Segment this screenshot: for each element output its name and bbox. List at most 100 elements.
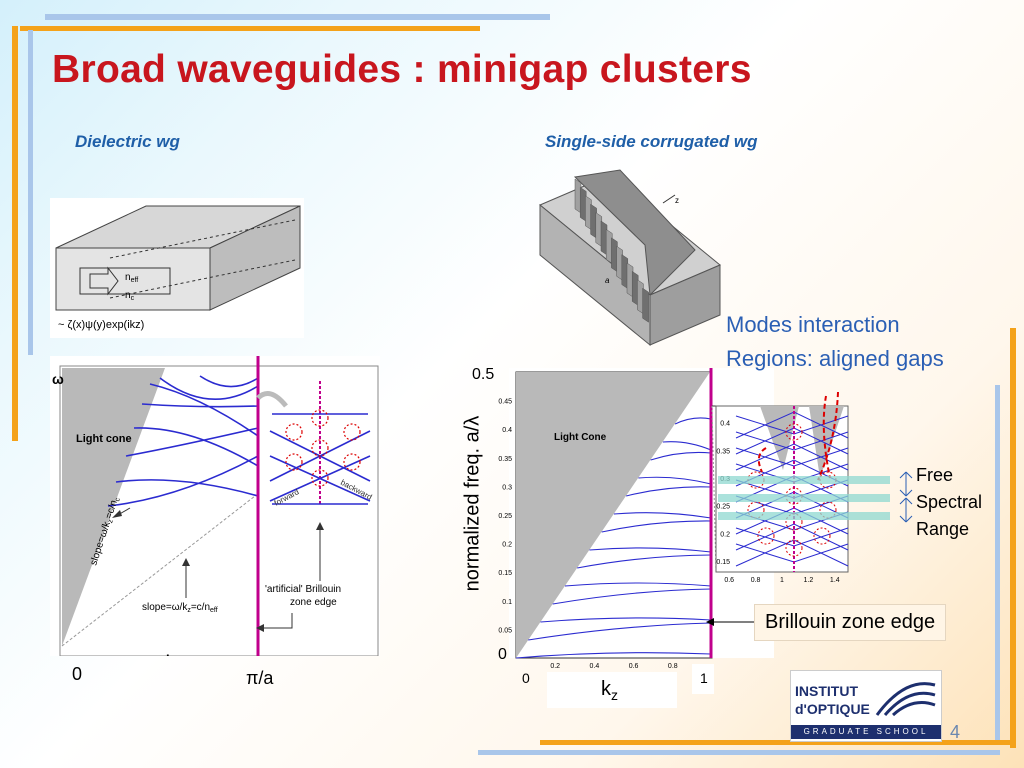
light-cone-label-right: Light Cone xyxy=(554,432,607,443)
frame-bar-right-orange xyxy=(1010,328,1016,748)
period-a-label: a xyxy=(605,276,610,285)
right-y-top: 0.5 xyxy=(472,366,495,383)
band-curve xyxy=(515,652,712,659)
interaction-circle xyxy=(813,527,831,545)
band-curve xyxy=(133,427,259,467)
y-tick-label: 0.25 xyxy=(498,513,512,520)
inset-band xyxy=(735,431,849,451)
fsr-arrows xyxy=(899,471,913,523)
right-kz-box: kz xyxy=(547,672,677,708)
inset-y-tick: 0.35 xyxy=(716,448,730,455)
band-curve xyxy=(528,622,712,641)
frame-bar-left-blue xyxy=(28,30,33,355)
crossing-circle xyxy=(285,423,303,441)
light-cone-region-right xyxy=(516,372,710,658)
neff-label: neff xyxy=(125,272,138,284)
fsr-word-1: Free xyxy=(916,465,954,485)
left-x-end: π/a xyxy=(246,668,274,688)
y-tick-label: 0.2 xyxy=(502,542,512,549)
x-tick-label: 0.2 xyxy=(550,663,560,670)
institut-optique-logo: INSTITUT d'OPTIQUE GRADUATE SCHOOL xyxy=(790,670,942,742)
interaction-circle xyxy=(785,423,803,441)
corrugation-tooth xyxy=(642,287,649,323)
inset-y-tick: 0.25 xyxy=(716,504,730,511)
frame-bar-bottom-blue xyxy=(478,750,1000,755)
band-curve xyxy=(577,554,712,569)
kz-axis-label-right: kz xyxy=(601,678,618,703)
inset-y-tick: 0.15 xyxy=(716,559,730,566)
dielectric-wg-drawing: neff nc ~ ζ(x)ψ(y)exp(ikz) xyxy=(55,205,301,331)
inset-x-tick: 0.8 xyxy=(751,577,761,584)
annotation-modes-interaction: Modes interaction Regions: aligned gaps xyxy=(726,308,944,376)
normalized-freq-label: normalized freq. a/λ xyxy=(461,415,484,592)
slope-neff-line xyxy=(61,495,256,647)
band-curve xyxy=(589,547,712,553)
crossing-circle xyxy=(311,469,329,487)
left-x-zero: 0 xyxy=(72,664,83,684)
interaction-circle xyxy=(785,539,803,557)
logo-line-2: d'OPTIQUE xyxy=(795,701,870,717)
fsr-word-3: Range xyxy=(916,519,970,539)
logo-line-3: GRADUATE SCHOOL xyxy=(791,725,941,739)
logo-line-1: INSTITUT xyxy=(795,683,858,699)
inset-x-tick: 1.2 xyxy=(804,577,814,584)
frame-bar-top-orange xyxy=(20,26,480,31)
y-tick-label: 0.15 xyxy=(498,570,512,577)
subtitle-corrugated-wg: Single-side corrugated wg xyxy=(545,132,758,151)
frame-bar-top-blue xyxy=(45,14,550,20)
y-tick-label: 0.3 xyxy=(502,484,512,491)
band-crossing-detail xyxy=(269,409,371,505)
subtitle-dielectric-wg: Dielectric wg xyxy=(75,132,180,151)
annotation-line-1: Modes interaction xyxy=(726,312,900,337)
inset-x-tick: 1 xyxy=(780,577,784,584)
band-curve xyxy=(107,455,259,507)
dielectric-wg-figure: neff nc ~ ζ(x)ψ(y)exp(ikz) xyxy=(50,198,304,338)
band-curve xyxy=(159,377,259,401)
fsr-band-upper xyxy=(718,476,890,484)
inset-y-tick: 0.4 xyxy=(720,421,730,428)
band-curve xyxy=(613,512,712,519)
artificial-bz-label-1: 'artificial' Brillouin xyxy=(265,584,341,595)
crossing-circle xyxy=(343,423,361,441)
left-plot-svg: Light cone slope=ω/kz=c/nc slope=ω/kz=c/… xyxy=(50,356,380,669)
frame-bar-bottom-orange xyxy=(540,740,1010,745)
band-curve xyxy=(638,476,712,485)
crossing-circle xyxy=(311,439,329,457)
left-dispersion-plot: Light cone slope=ω/kz=c/nc slope=ω/kz=c/… xyxy=(50,356,380,669)
nc-label: nc xyxy=(125,290,135,302)
annotation-line-2: Regions: aligned gaps xyxy=(726,346,944,371)
light-cone-label: Light cone xyxy=(76,433,132,445)
bz-edge-arrow xyxy=(706,618,754,626)
inset-y-tick: 0.2 xyxy=(720,531,730,538)
right-x-one: 1 xyxy=(700,670,708,686)
fsr-label: Free Spectral Range xyxy=(916,462,982,543)
band-curve xyxy=(540,617,712,623)
slope-neff-label: slope=ω/kz=c/neff xyxy=(142,602,218,614)
inset-x-tick: 1.4 xyxy=(830,577,840,584)
right-x-one-box: 1 xyxy=(692,664,714,694)
interaction-circle xyxy=(757,527,775,545)
y-tick-label: 0.4 xyxy=(502,427,512,434)
band-curve xyxy=(662,441,712,451)
y-tick-label: 0.05 xyxy=(498,627,512,634)
crossing-circle xyxy=(311,409,329,427)
right-x-zero: 0 xyxy=(522,670,530,686)
page-number: 4 xyxy=(950,722,961,742)
frame-bar-right-blue xyxy=(995,385,1000,740)
x-tick-label: 0.6 xyxy=(629,663,639,670)
band-curve xyxy=(626,486,712,497)
right-plot-svg: Light Cone 0.450.40.350.30.250.20.150.10… xyxy=(498,368,849,670)
crossing-circle xyxy=(343,453,361,471)
y-tick-label: 0.45 xyxy=(498,399,512,406)
band-curve xyxy=(552,588,712,605)
inset-x-tick: 0.6 xyxy=(724,577,734,584)
light-cone-region xyxy=(62,368,165,646)
band-curve xyxy=(601,520,712,533)
brillouin-zone-edge-label: Brillouin zone edge xyxy=(754,604,947,641)
fsr-band-lower xyxy=(718,512,890,520)
band-curve xyxy=(564,582,712,587)
right-y-axis-label: normalized freq. a/λ xyxy=(458,392,488,622)
corrugated-wg-drawing: z a xyxy=(539,169,721,347)
band-curve xyxy=(199,375,259,388)
